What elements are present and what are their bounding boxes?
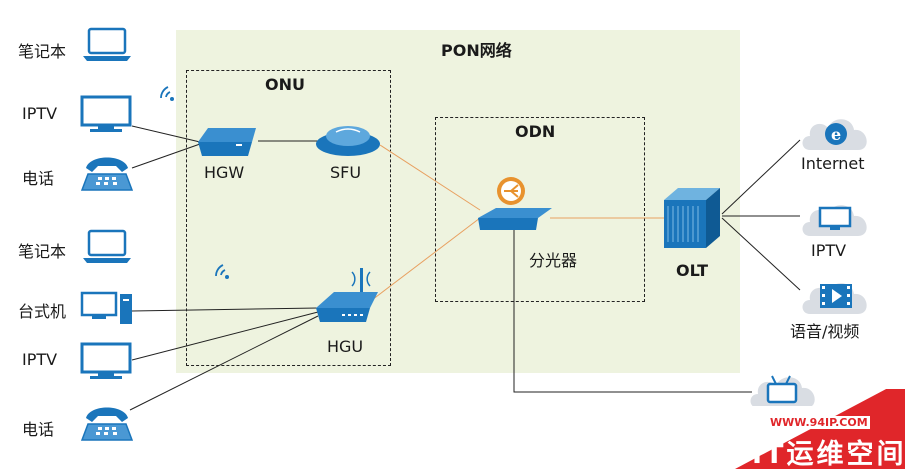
sfu-label: SFU <box>330 163 362 182</box>
phone-icon <box>80 157 134 191</box>
watermark-url: WWW.94IP.COM <box>768 416 870 429</box>
splitter-label: 分光器 <box>529 251 578 270</box>
olt-device-icon <box>664 188 720 248</box>
terminal-laptop-label: 笔记本 <box>18 242 67 261</box>
laptop-icon <box>83 229 131 263</box>
terminal-iptv-label: IPTV <box>22 104 58 123</box>
service-voice-video-label: 语音/视频 <box>790 322 860 341</box>
terminal-desktop-label: 台式机 <box>18 302 67 321</box>
terminal-laptop-label: 笔记本 <box>18 42 67 61</box>
olt-label: OLT <box>676 261 709 280</box>
onu-box <box>186 70 391 366</box>
hgw-label: HGW <box>204 163 245 182</box>
odn-box <box>435 117 645 302</box>
pon-network-title: PON网络 <box>441 41 512 60</box>
wifi-signal-icon <box>160 86 174 101</box>
watermark-brand: IT运维空间 <box>752 439 905 470</box>
laptop-icon <box>83 27 131 61</box>
service-iptv-label: IPTV <box>811 241 847 260</box>
internet-cloud-icon: e <box>802 119 867 150</box>
hgu-label: HGU <box>327 337 364 356</box>
terminal-phone-label: 电话 <box>22 420 55 439</box>
onu-label: ONU <box>265 75 305 94</box>
sfu-device-icon <box>316 126 380 156</box>
watermark-logo <box>735 389 905 469</box>
terminal-iptv-label: IPTV <box>22 350 58 369</box>
phone-icon <box>80 407 134 441</box>
catv-cloud-icon <box>750 375 815 406</box>
hgw-device-icon <box>198 128 256 156</box>
splitter-device-icon <box>478 208 552 230</box>
tv-icon <box>80 342 132 379</box>
tv-icon <box>80 95 132 132</box>
odn-label: ODN <box>515 122 556 141</box>
svg-text:e: e <box>831 125 841 144</box>
iptv-cloud-icon <box>802 205 867 236</box>
pon-network-area <box>176 30 740 373</box>
terminal-phone-label: 电话 <box>22 169 55 188</box>
wifi-signal-icon <box>215 264 229 279</box>
hgu-device-icon <box>316 268 378 322</box>
service-internet-label: Internet <box>801 154 865 173</box>
desktop-icon <box>80 291 132 324</box>
voice-video-cloud-icon <box>802 283 867 314</box>
splitter-symbol-icon <box>497 177 525 205</box>
